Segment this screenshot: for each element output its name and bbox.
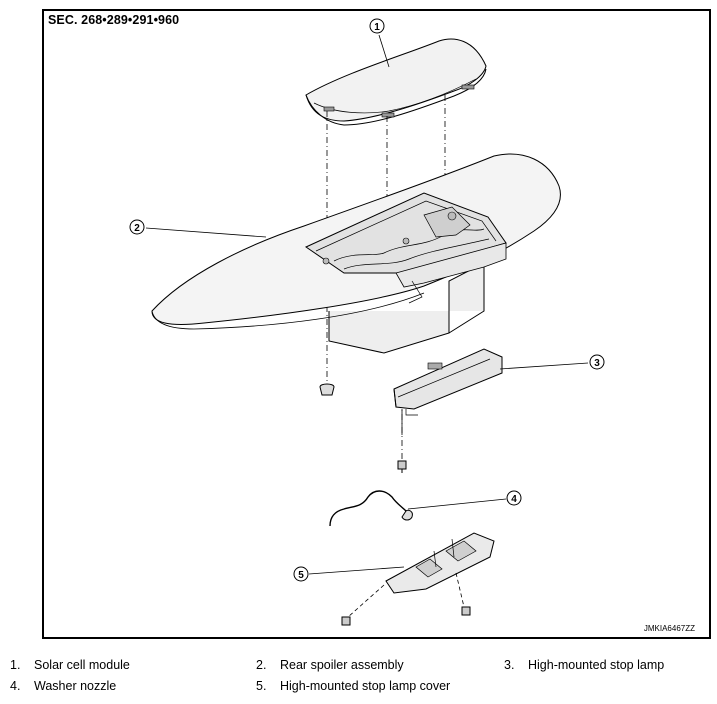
callout-2: 2 [129,219,145,235]
callout-4: 4 [506,490,522,506]
callout-1: 1 [369,18,385,34]
legend-item-4: 4. Washer nozzle [10,679,116,693]
legend-text: Solar cell module [34,658,130,672]
callout-leaders [145,34,589,575]
callout-4-label: 4 [511,494,517,505]
legend-text: Rear spoiler assembly [280,658,404,672]
callout-1-label: 1 [374,22,380,33]
section-label: SEC. 268•289•291•960 [48,13,180,27]
callout-3-label: 3 [594,358,600,369]
legend-text: High-mounted stop lamp cover [280,679,451,693]
washer-nozzle-drawing [329,490,413,527]
parts-drawing: 1 2 3 4 5 [129,18,605,626]
legend-item-3: 3. High-mounted stop lamp [504,658,664,672]
figure-code: JMKIA6467ZZ [643,624,695,633]
legend-num: 2. [256,658,267,672]
legend-item-5: 5. High-mounted stop lamp cover [256,679,450,693]
clip-drawing [319,383,335,396]
legend-num: 1. [10,658,21,672]
callout-5-label: 5 [298,570,304,581]
stop-lamp-drawing [393,348,503,435]
callout-2-label: 2 [134,223,140,234]
legend-text: Washer nozzle [34,679,117,693]
legend-num: 5. [256,679,267,693]
screw-drawing [397,460,407,473]
legend-num: 3. [504,658,515,672]
solar-cell-module-drawing [305,38,487,126]
callout-5: 5 [293,566,309,582]
rear-spoiler-drawing [151,153,561,354]
legend-item-2: 2. Rear spoiler assembly [256,658,404,672]
stop-lamp-cover-drawing [341,532,495,626]
exploded-view-figure: SEC. 268•289•291•960 JMKIA6467ZZ [42,9,711,639]
legend-item-1: 1. Solar cell module [10,658,130,672]
legend-text: High-mounted stop lamp [528,658,665,672]
legend-num: 4. [10,679,21,693]
callout-3: 3 [589,354,605,370]
